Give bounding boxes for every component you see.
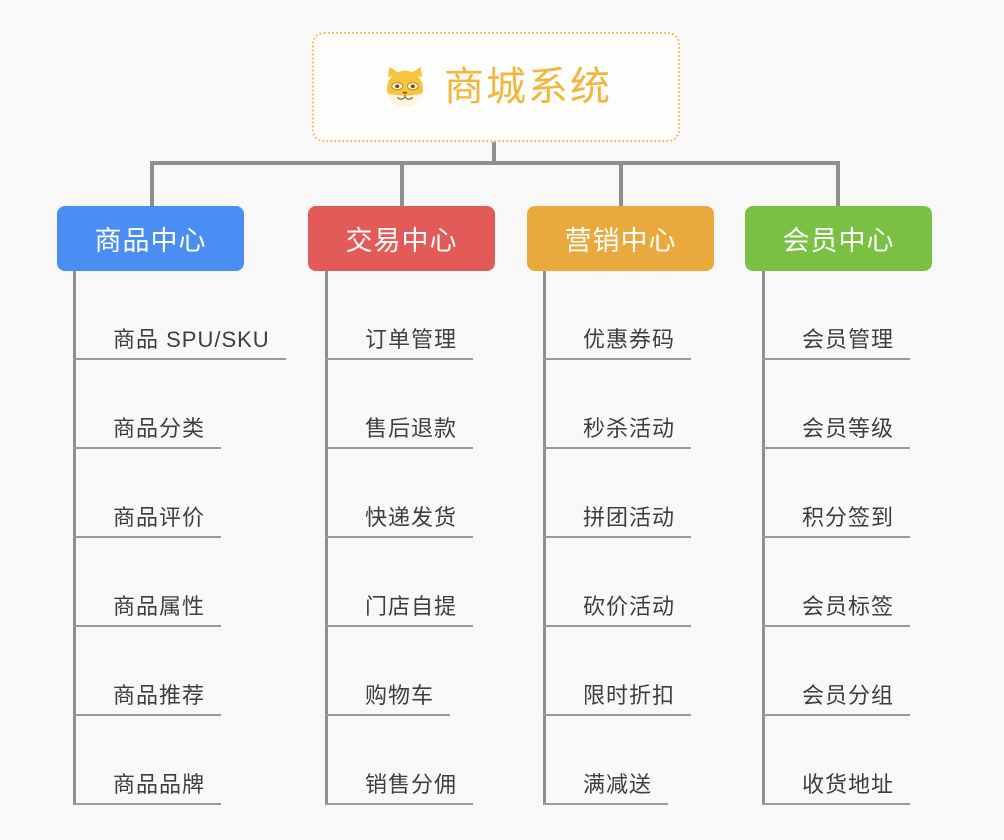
list-item-label: 优惠券码 [543, 327, 692, 360]
list-item-label: 砍价活动 [543, 594, 692, 627]
list-item-label: 积分签到 [762, 505, 911, 538]
list-item-label: 快递发货 [325, 505, 474, 538]
category-label: 交易中心 [345, 226, 458, 256]
connector-horizontal-bus [150, 161, 839, 165]
list-item-label: 售后退款 [325, 416, 474, 449]
list-item[interactable]: 快递发货 [325, 449, 474, 538]
list-item[interactable]: 商品评价 [73, 449, 286, 538]
list-item[interactable]: 收货地址 [762, 716, 911, 805]
category-box-member[interactable]: 会员中心 [745, 206, 932, 271]
category-label: 商品中心 [94, 226, 207, 256]
list-item-label: 会员管理 [762, 327, 911, 360]
list-item[interactable]: 销售分佣 [325, 716, 474, 805]
list-item[interactable]: 秒杀活动 [543, 360, 692, 449]
list-item[interactable]: 商品品牌 [73, 716, 286, 805]
connector-drop-1 [150, 161, 154, 207]
list-item-label: 限时折扣 [543, 683, 692, 716]
list-item[interactable]: 订单管理 [325, 271, 474, 360]
item-column-member: 会员管理 会员等级 积分签到 会员标签 会员分组 收货地址 [762, 271, 911, 805]
list-item-label: 商品品牌 [73, 772, 222, 805]
list-item[interactable]: 售后退款 [325, 360, 474, 449]
connector-drop-4 [836, 161, 840, 207]
list-item[interactable]: 商品推荐 [73, 627, 286, 716]
list-item-label: 订单管理 [325, 327, 474, 360]
list-item[interactable]: 砍价活动 [543, 538, 692, 627]
list-item[interactable]: 商品 SPU/SKU [73, 271, 286, 360]
list-item-label: 商品属性 [73, 594, 222, 627]
list-item-label: 秒杀活动 [543, 416, 692, 449]
list-item[interactable]: 满减送 [543, 716, 691, 805]
list-item[interactable]: 积分签到 [762, 449, 911, 538]
connector-drop-2 [400, 161, 404, 207]
column-spine [543, 271, 546, 805]
list-item-label: 商品分类 [73, 416, 222, 449]
shiba-dog-icon [387, 66, 423, 108]
list-item[interactable]: 拼团活动 [543, 449, 692, 538]
list-item[interactable]: 门店自提 [325, 538, 474, 627]
list-item[interactable]: 会员管理 [762, 271, 911, 360]
list-item-label: 拼团活动 [543, 505, 692, 538]
category-label: 会员中心 [782, 226, 895, 256]
list-item-label: 商品评价 [73, 505, 222, 538]
list-item-label: 满减送 [543, 772, 669, 805]
list-item-label: 销售分佣 [325, 772, 474, 805]
list-item-label: 会员分组 [762, 683, 911, 716]
list-item[interactable]: 会员等级 [762, 360, 911, 449]
list-item[interactable]: 商品属性 [73, 538, 286, 627]
list-item[interactable]: 限时折扣 [543, 627, 692, 716]
category-box-trade[interactable]: 交易中心 [308, 206, 495, 271]
item-column-trade: 订单管理 售后退款 快递发货 门店自提 购物车 销售分佣 [325, 271, 474, 805]
list-item-label: 会员标签 [762, 594, 911, 627]
item-column-marketing: 优惠券码 秒杀活动 拼团活动 砍价活动 限时折扣 满减送 [543, 271, 692, 805]
root-title: 商城系统 [444, 65, 612, 109]
list-item-label: 收货地址 [762, 772, 911, 805]
list-item[interactable]: 优惠券码 [543, 271, 692, 360]
list-item[interactable]: 会员分组 [762, 627, 911, 716]
column-spine [325, 271, 328, 805]
category-box-product[interactable]: 商品中心 [57, 206, 244, 271]
column-spine [73, 271, 76, 805]
item-column-product: 商品 SPU/SKU 商品分类 商品评价 商品属性 商品推荐 商品品牌 [73, 271, 286, 805]
connector-drop-3 [619, 161, 623, 207]
category-box-marketing[interactable]: 营销中心 [527, 206, 714, 271]
list-item-label: 会员等级 [762, 416, 911, 449]
list-item-label: 购物车 [325, 683, 451, 716]
column-spine [762, 271, 765, 805]
list-item[interactable]: 会员标签 [762, 538, 911, 627]
list-item[interactable]: 商品分类 [73, 360, 286, 449]
list-item[interactable]: 购物车 [325, 627, 473, 716]
connector-root-stem [492, 142, 496, 164]
category-label: 营销中心 [564, 226, 677, 256]
list-item-label: 商品推荐 [73, 683, 222, 716]
list-item-label: 商品 SPU/SKU [73, 327, 286, 360]
root-node[interactable]: 商城系统 [312, 32, 680, 142]
list-item-label: 门店自提 [325, 594, 474, 627]
